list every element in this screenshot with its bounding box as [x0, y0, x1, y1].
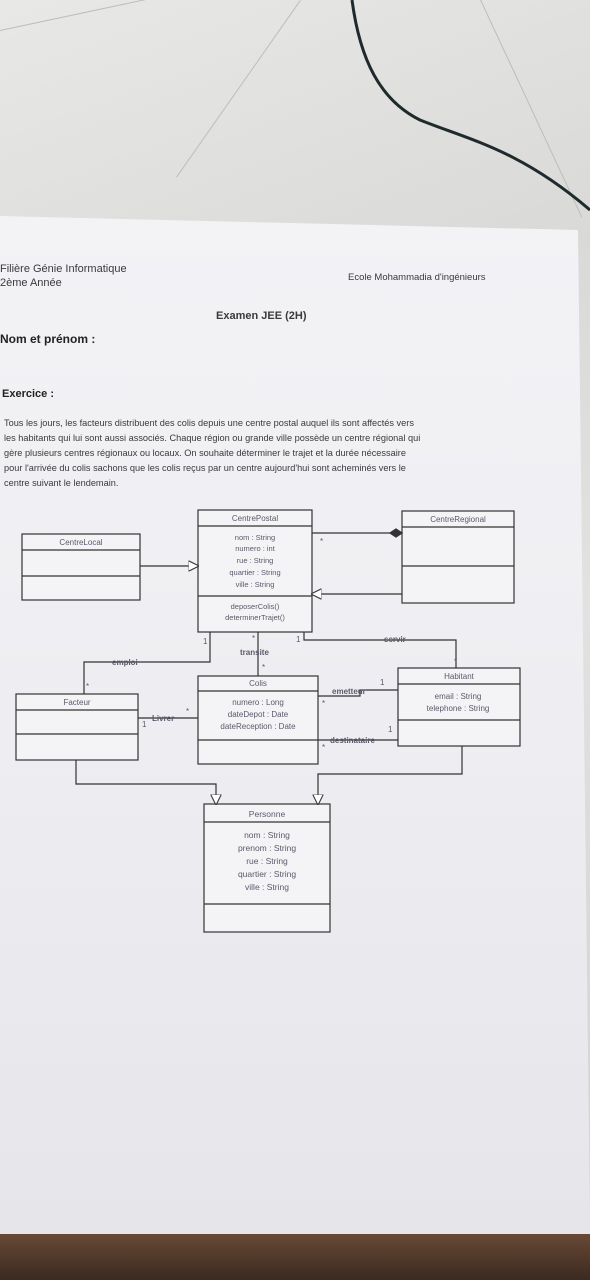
- class-centre-local: [21, 533, 141, 601]
- association-label: emploi: [112, 658, 138, 667]
- association-label: transite: [240, 648, 269, 657]
- class-centre-regional: [401, 510, 515, 604]
- association-emploi: [83, 632, 211, 694]
- table-edge: [0, 1232, 590, 1280]
- association-label: emetteur: [332, 687, 366, 696]
- class-name: Facteur: [63, 698, 90, 707]
- uml-class-diagram: CentrePostal CentreLocal CentreRegional …: [15, 509, 521, 933]
- school-name: Ecole Mohammadia d'ingénieurs: [348, 272, 486, 283]
- cable: [350, 0, 590, 212]
- multiplicity: *: [262, 663, 265, 672]
- exercise-label: Exercice :: [2, 388, 54, 400]
- class-attribute: numero : int: [235, 544, 276, 553]
- association-emetteur: [318, 689, 398, 697]
- class-attribute: quartier : String: [229, 568, 280, 577]
- name-label: Nom et prénom :: [0, 332, 96, 346]
- class-method: deposerColis(): [231, 602, 280, 611]
- inheritance-facteur: [75, 760, 216, 804]
- multiplicity: 1: [142, 720, 147, 729]
- program-name: Filière Génie Informatique: [0, 263, 127, 275]
- association-label: destinataire: [330, 736, 375, 745]
- class-name: Habitant: [444, 672, 475, 681]
- class-attribute: dateDepot : Date: [228, 710, 289, 719]
- statement-line: les habitants qui lui sont aussi associé…: [4, 433, 421, 443]
- association-label: servir: [384, 635, 406, 644]
- class-attribute: telephone : String: [427, 704, 490, 713]
- class-method: determinerTrajet(): [225, 613, 285, 622]
- class-personne: [203, 803, 331, 933]
- header-left: Filière Génie Informatique 2ème Année: [0, 262, 127, 290]
- multiplicity: *: [322, 699, 325, 708]
- exam-title: Examen JEE (2H): [216, 310, 307, 322]
- class-attribute: ville : String: [245, 882, 289, 892]
- class-name: CentreRegional: [430, 515, 486, 524]
- class-attribute: nom : String: [244, 830, 290, 840]
- class-name: Personne: [249, 809, 286, 819]
- multiplicity: 1: [296, 635, 301, 644]
- exercise-statement: Tous les jours, les facteurs distribuent…: [4, 416, 524, 491]
- multiplicity: *: [320, 537, 323, 546]
- statement-line: Tous les jours, les facteurs distribuent…: [4, 418, 414, 428]
- association-servir: [303, 632, 457, 668]
- class-attribute: ville : String: [236, 580, 275, 589]
- class-name: Colis: [249, 679, 267, 688]
- class-facteur: [15, 693, 139, 761]
- multiplicity: *: [252, 634, 255, 643]
- class-name: CentrePostal: [232, 514, 278, 523]
- class-name: CentreLocal: [59, 538, 102, 547]
- year-label: 2ème Année: [0, 277, 62, 289]
- multiplicity: 1: [388, 725, 393, 734]
- multiplicity: 1: [380, 678, 385, 687]
- class-attribute: dateReception : Date: [220, 722, 296, 731]
- class-attribute: numero : Long: [232, 698, 284, 707]
- association-label: Livrer: [152, 714, 174, 723]
- class-attribute: email : String: [435, 692, 482, 701]
- class-habitant: [397, 667, 521, 747]
- statement-line: gère plusieurs centres régionaux ou loca…: [4, 448, 406, 458]
- class-attribute: nom : String: [235, 533, 275, 542]
- class-centre-postal: [197, 509, 313, 633]
- class-attribute: rue : String: [246, 856, 288, 866]
- statement-line: pour l'arrivée du colis sachons que les …: [4, 463, 406, 473]
- multiplicity: *: [86, 682, 89, 691]
- statement-line: centre suivant le lendemain.: [4, 478, 119, 488]
- multiplicity: *: [454, 657, 457, 666]
- class-attribute: rue : String: [237, 556, 274, 565]
- class-attribute: quartier : String: [238, 869, 296, 879]
- multiplicity: *: [186, 707, 189, 716]
- class-attribute: prenom : String: [238, 843, 296, 853]
- multiplicity: *: [322, 743, 325, 752]
- inheritance-habitant: [318, 746, 463, 804]
- class-colis: [197, 675, 319, 765]
- multiplicity: 1: [203, 637, 208, 646]
